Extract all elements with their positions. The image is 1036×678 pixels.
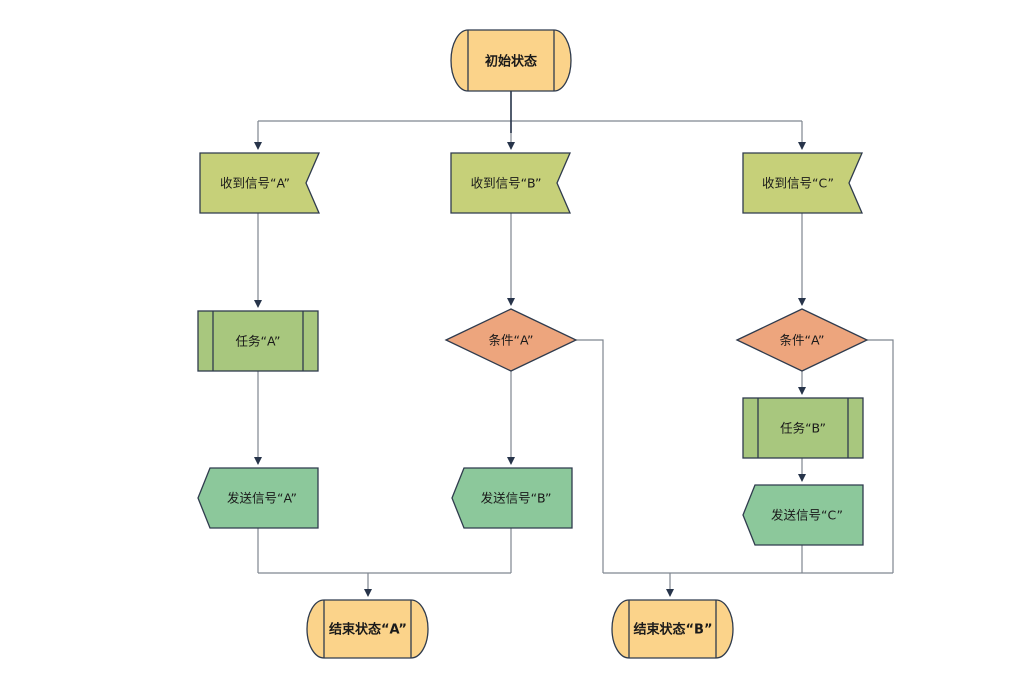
node-task-b[interactable]: 任务“B” (742, 397, 864, 459)
task-a-shape (197, 310, 319, 372)
node-receive-signal-c[interactable]: 收到信号“C” (742, 152, 863, 214)
send-signal-a-shape (197, 467, 319, 529)
send-signal-b-label: 发送信号“B” (481, 491, 552, 506)
node-receive-signal-a[interactable]: 收到信号“A” (199, 152, 320, 214)
node-condition-right[interactable]: 条件“A” (735, 308, 869, 372)
end-state-b-side-lines (628, 600, 717, 658)
condition-right-label: 条件“A” (780, 333, 825, 348)
node-condition-mid[interactable]: 条件“A” (444, 308, 578, 372)
node-send-signal-b[interactable]: 发送信号“B” (451, 467, 573, 529)
task-b-shape (742, 397, 864, 459)
receive-signal-b-label: 收到信号“B” (471, 176, 542, 191)
receive-signal-a-label: 收到信号“A” (220, 176, 290, 191)
node-start-state[interactable]: 初始状态 (450, 29, 572, 92)
receive-signal-c-label: 收到信号“C” (762, 176, 834, 191)
node-send-signal-c[interactable]: 发送信号“C” (742, 484, 864, 546)
end-state-b-label: 结束状态“B” (634, 622, 713, 638)
receive-signal-a-shape (199, 152, 320, 214)
node-receive-signal-b[interactable]: 收到信号“B” (450, 152, 571, 214)
send-signal-c-shape (742, 484, 864, 546)
task-a-side-bars (212, 311, 304, 371)
receive-signal-c-shape (742, 152, 863, 214)
task-b-side-bars (757, 398, 849, 458)
send-signal-c-label: 发送信号“C” (771, 508, 843, 523)
task-b-label: 任务“B” (780, 421, 826, 436)
condition-right-shape (735, 308, 869, 372)
node-send-signal-a[interactable]: 发送信号“A” (197, 467, 319, 529)
node-end-state-b[interactable]: 结束状态“B” (611, 599, 734, 659)
receive-signal-b-shape (450, 152, 571, 214)
start-state-side-lines (467, 30, 555, 91)
condition-mid-label: 条件“A” (489, 333, 534, 348)
send-signal-a-label: 发送信号“A” (227, 491, 297, 506)
node-end-state-a[interactable]: 结束状态“A” (306, 599, 429, 659)
connector-condition-right-bypass (867, 339, 894, 573)
task-a-label: 任务“A” (236, 334, 281, 349)
end-state-a-label: 结束状态“A” (329, 622, 407, 638)
connectors (254, 91, 894, 597)
node-task-a[interactable]: 任务“A” (197, 310, 319, 372)
start-state-label: 初始状态 (485, 54, 537, 70)
end-state-a-side-lines (323, 600, 412, 658)
connector-condition-mid-bypass (576, 339, 604, 573)
condition-mid-shape (444, 308, 578, 372)
send-signal-b-shape (451, 467, 573, 529)
